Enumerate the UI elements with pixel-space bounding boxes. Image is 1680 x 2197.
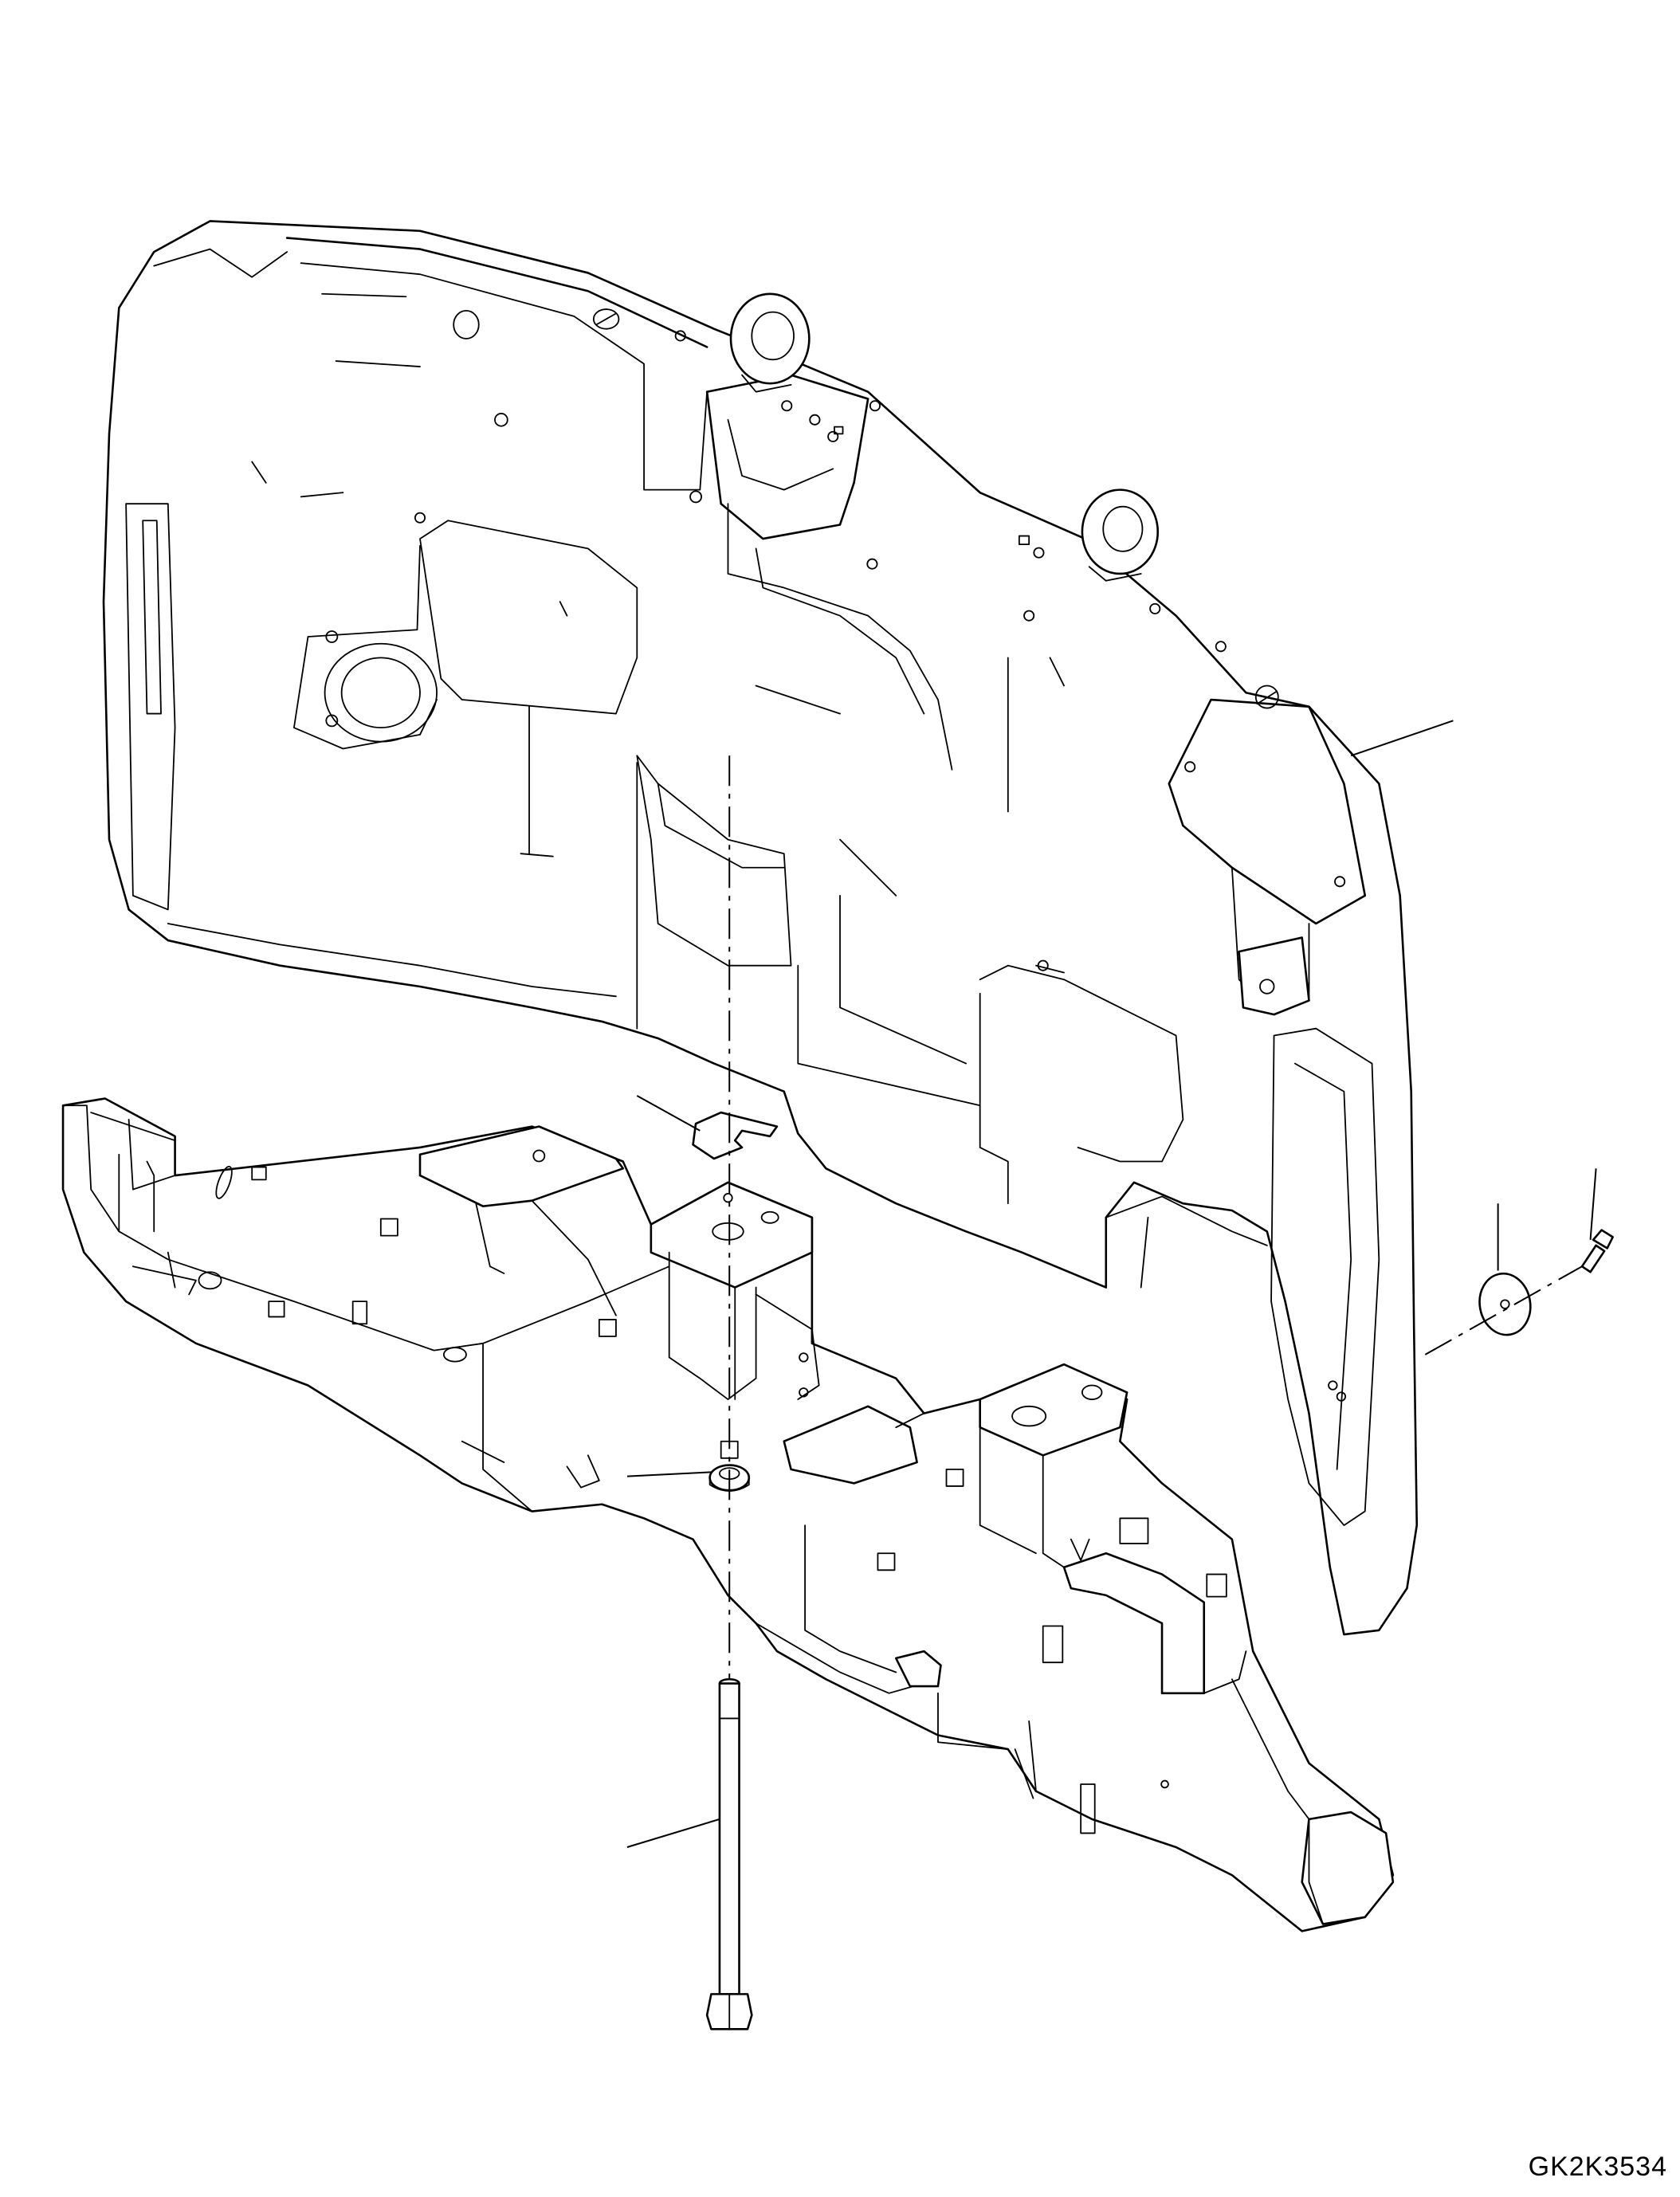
shim[interactable] bbox=[693, 1112, 777, 1159]
large-washer[interactable] bbox=[1475, 1269, 1536, 1339]
bolt[interactable] bbox=[707, 1679, 752, 2029]
counterweight[interactable] bbox=[104, 221, 1417, 1634]
centre-lines bbox=[729, 755, 1582, 1679]
small-bolt[interactable] bbox=[1582, 1230, 1613, 1273]
drawing-code: GK2K3534 bbox=[1528, 2152, 1667, 2182]
leader-lines bbox=[627, 720, 1596, 1847]
revolving-frame[interactable] bbox=[63, 1099, 1393, 1932]
